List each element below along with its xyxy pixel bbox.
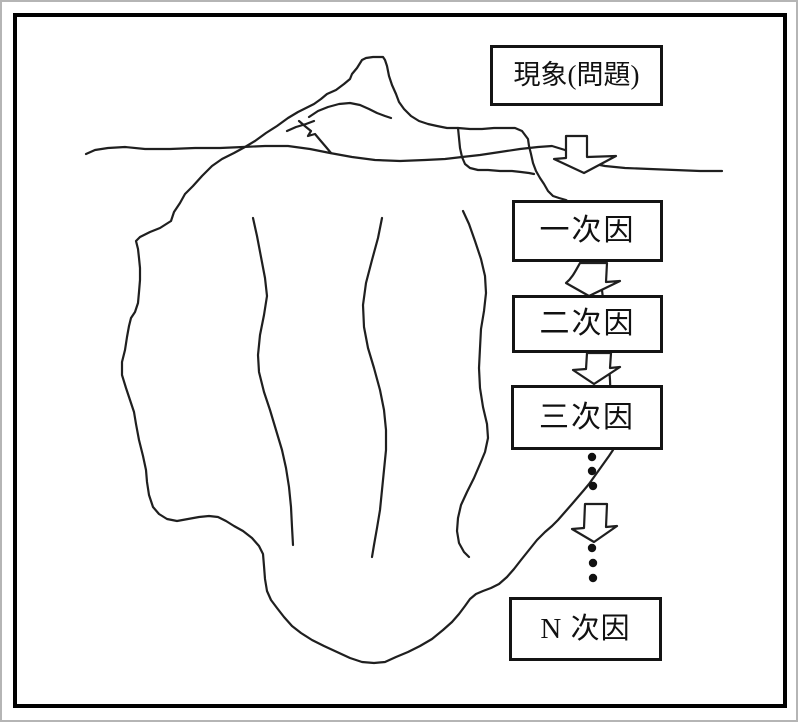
iceberg-crack-middle [361, 216, 388, 559]
secondary-cause-label: 二次因 [539, 307, 636, 340]
tertiary-cause-label: 三次因 [539, 400, 635, 434]
down-arrow-icon-2 [564, 261, 622, 298]
ellipsis-dots-upper [587, 452, 598, 491]
iceberg-ridge-branch [456, 126, 536, 176]
iceberg-outline [120, 55, 615, 665]
iceberg-crack-right [455, 209, 490, 559]
phenomenon-box: 現象(問題) [490, 45, 663, 106]
primary-cause-box: 一次因 [512, 200, 663, 262]
primary-cause-label: 一次因 [539, 214, 636, 247]
phenomenon-label: 現象(問題) [513, 60, 640, 90]
iceberg-crack-left [251, 216, 295, 547]
secondary-cause-box: 二次因 [512, 295, 663, 353]
peak-slope-detail [285, 119, 316, 133]
down-arrow-icon-3 [571, 351, 622, 386]
peak-beak-detail [297, 119, 333, 155]
nth-cause-label: N 次因 [540, 612, 631, 645]
ellipsis-dots-lower [587, 543, 598, 583]
waterline [84, 144, 724, 173]
down-arrow-icon-1 [552, 134, 618, 175]
down-arrow-icon-4 [570, 502, 619, 544]
nth-cause-box: N 次因 [509, 597, 662, 661]
drawing-border [13, 13, 787, 708]
tertiary-cause-box: 三次因 [511, 385, 663, 450]
peak-inner-ridge [307, 101, 393, 120]
